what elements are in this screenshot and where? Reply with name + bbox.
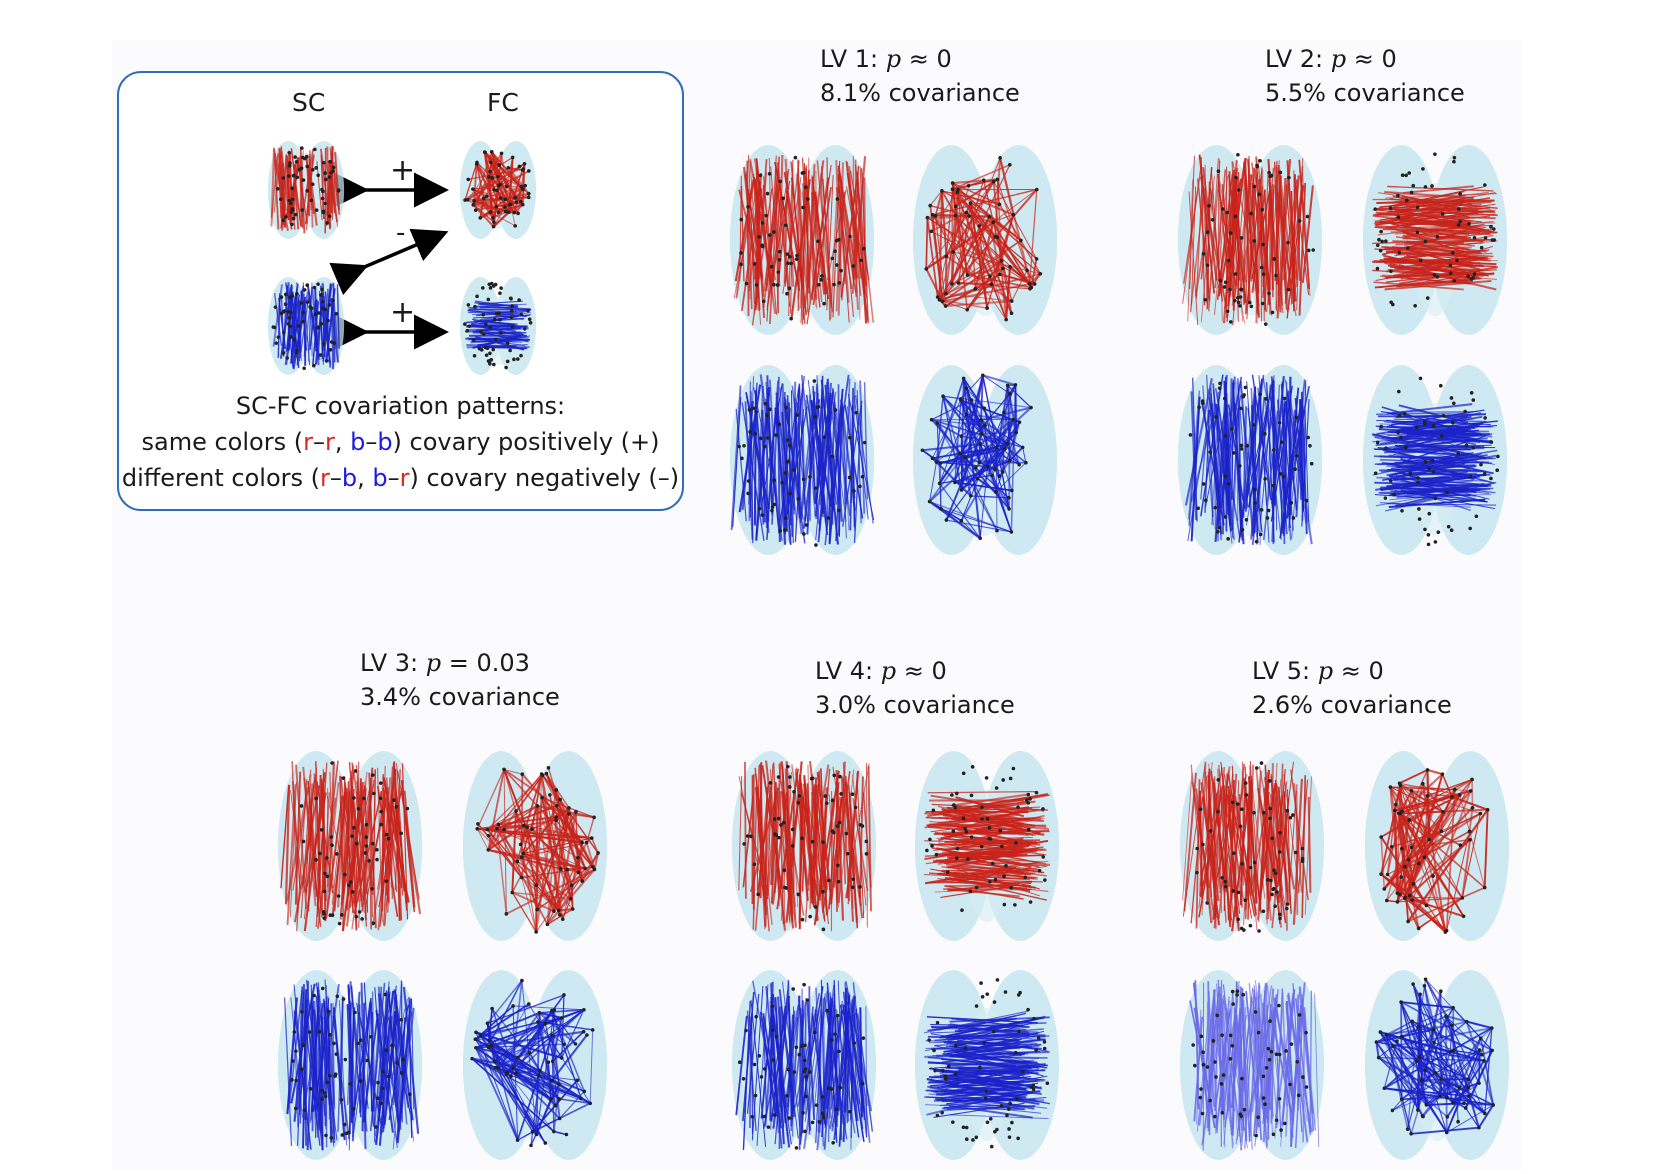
lv5-sc-blue-brain [1179,970,1325,1160]
lv2-sc-red-brain [1177,145,1323,335]
lv4-fc-blue-brain [914,970,1060,1160]
lv2-fc-red-brain [1362,145,1508,335]
lv2-sc-blue-brain [1177,365,1323,555]
lv4-fc-red-brain [914,751,1060,941]
legend-caption-positive: same colors (r–r, b–b) covary positively… [141,428,660,456]
lv4-sc-blue-brain [731,970,877,1160]
lv3-sc-blue-brain [277,970,423,1160]
lv3-fc-red-brain [462,751,608,941]
lv1-sc-blue-brain [729,365,875,555]
sc-label: SC [292,88,326,117]
legend-caption-title: SC-FC covariation patterns: [235,392,566,420]
lv5-sc-red-brain [1179,751,1325,941]
lv5-fc-red-brain [1364,751,1510,941]
lv1-fc-blue-brain [912,365,1058,555]
legend-fc-red-brain [459,141,537,239]
legend-sc-blue-brain [267,277,345,375]
lv4-sc-red-brain [731,751,877,941]
lv3-fc-blue-brain [462,970,608,1160]
legend-caption-negative: different colors (r–b, b–r) covary negat… [121,464,680,492]
legend-fc-blue-brain [459,277,537,375]
fc-label: FC [487,88,519,117]
legend-sc-red-brain [267,141,345,239]
lv1-sc-red-brain [729,145,875,335]
lv1-fc-red-brain [912,145,1058,335]
lv5-fc-blue-brain [1364,970,1510,1160]
lv3-sc-red-brain [277,751,423,941]
arrow-cross [329,228,449,296]
lv2-fc-blue-brain [1362,365,1508,555]
